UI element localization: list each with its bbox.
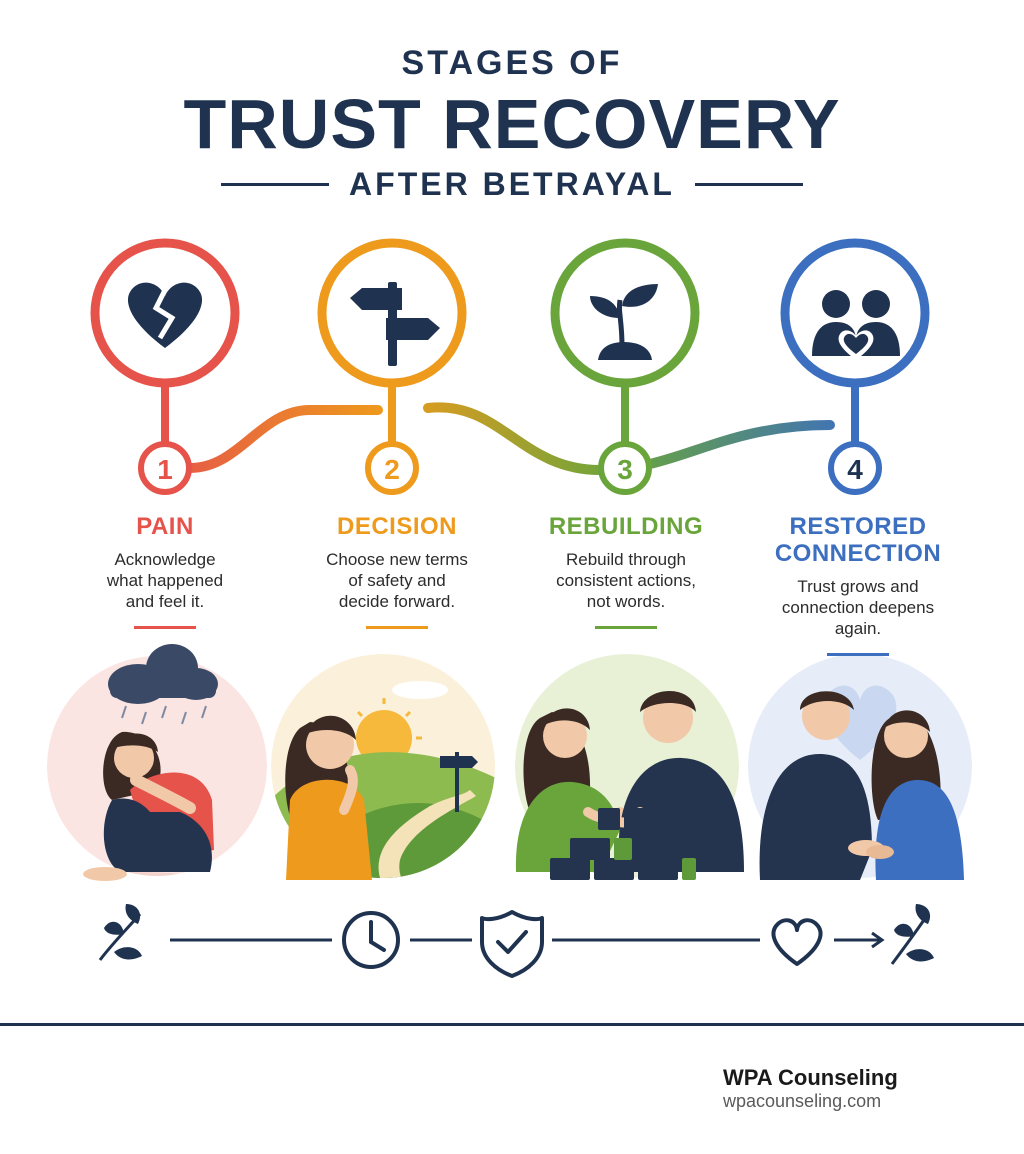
couple-heart-icon bbox=[812, 290, 900, 360]
heart-icon bbox=[771, 918, 823, 966]
subtitle: AFTER BETRAYAL bbox=[349, 165, 675, 202]
clock-icon bbox=[342, 911, 400, 969]
stage-4-rule bbox=[827, 653, 889, 656]
sprout-icon bbox=[590, 284, 658, 360]
stage-4-title-line: RESTORED bbox=[789, 513, 927, 540]
stage-1-text: PAIN Acknowledge what happened and feel … bbox=[55, 513, 275, 629]
stage-1-desc-line: and feel it. bbox=[125, 592, 205, 611]
stage-3-description: Rebuild through consistent actions, not … bbox=[526, 549, 726, 612]
thinking-woman-figure bbox=[285, 715, 372, 880]
rain-drops bbox=[121, 705, 207, 725]
stage-3-rule bbox=[595, 626, 657, 629]
stage-4-title-line: CONNECTION bbox=[774, 540, 942, 567]
stage-4-desc-line: Trust grows and bbox=[797, 577, 919, 596]
stage-3-text: REBUILDING Rebuild through consistent ac… bbox=[516, 513, 736, 629]
footer-divider bbox=[0, 1023, 1024, 1026]
stage-2-description: Choose new terms of safety and decide fo… bbox=[297, 549, 497, 612]
stage-1-rule bbox=[134, 626, 196, 629]
leaf-sprig-icon-right bbox=[890, 904, 934, 965]
stage-4-description: Trust grows and connection deepens again… bbox=[758, 576, 958, 639]
stage-2-title: DECISION bbox=[336, 513, 457, 540]
stage-3-desc-line: Rebuild through bbox=[565, 550, 687, 569]
stage-1-number: 1 bbox=[157, 454, 173, 485]
stage-3-desc-line: not words. bbox=[586, 592, 666, 611]
shield-check-icon bbox=[480, 910, 544, 978]
stage-4-text: RESTORED CONNECTION Trust grows and conn… bbox=[748, 513, 968, 656]
stage-2-number: 2 bbox=[384, 454, 400, 485]
subtitle-row: AFTER BETRAYAL bbox=[0, 164, 1024, 204]
stage-1-desc-line: what happened bbox=[106, 571, 224, 590]
title-kicker: STAGES OF bbox=[401, 44, 623, 82]
subtitle-rule-left bbox=[221, 182, 330, 186]
stage-1-description: Acknowledge what happened and feel it. bbox=[65, 549, 265, 612]
stage-2-rule bbox=[366, 626, 428, 629]
stage-3-marker bbox=[550, 238, 700, 495]
subtitle-rule-right bbox=[694, 182, 803, 186]
stage-3-number: 3 bbox=[617, 454, 633, 485]
stage-1-marker bbox=[90, 238, 240, 495]
broken-heart-icon bbox=[127, 282, 203, 348]
stage-2-desc-line: of safety and bbox=[348, 571, 446, 590]
flow-connector bbox=[185, 402, 835, 476]
bottom-timeline bbox=[170, 931, 885, 949]
stage-1-title: PAIN bbox=[136, 513, 194, 540]
brand-url: wpacounseling.com bbox=[723, 1091, 882, 1111]
stage-2-desc-line: Choose new terms bbox=[326, 550, 468, 569]
stage-4-desc-line: connection deepens bbox=[781, 598, 935, 617]
brand-name: WPA Counseling bbox=[723, 1065, 898, 1090]
stage-2-desc-line: decide forward. bbox=[338, 592, 456, 611]
page-title: TRUST RECOVERY bbox=[183, 85, 841, 163]
rain-cloud-icon bbox=[108, 644, 218, 704]
stage-4-desc-line: again. bbox=[834, 619, 882, 638]
stage-4-marker bbox=[780, 238, 930, 495]
leaf-sprig-icon bbox=[98, 904, 142, 961]
stage-3-desc-line: consistent actions, bbox=[556, 571, 696, 590]
stage-1-desc-line: Acknowledge bbox=[114, 550, 216, 569]
stage-2-marker bbox=[317, 238, 467, 495]
stage-2-text: DECISION Choose new terms of safety and … bbox=[287, 513, 507, 629]
stage-4-title: RESTORED CONNECTION bbox=[748, 513, 968, 567]
signpost-icon bbox=[350, 282, 440, 366]
stage-3-title: REBUILDING bbox=[548, 513, 704, 540]
connected-couple-figures bbox=[759, 691, 964, 880]
couple-building-figures bbox=[515, 690, 744, 880]
sad-woman-figure bbox=[83, 731, 214, 881]
stage-4-number: 4 bbox=[847, 454, 863, 485]
